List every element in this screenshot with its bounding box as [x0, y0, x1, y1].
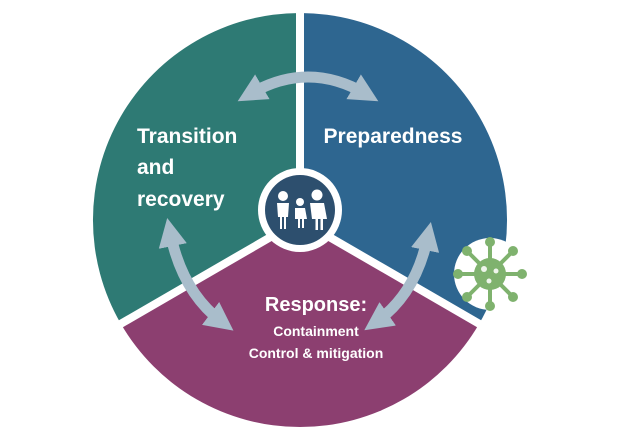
people-icon — [277, 189, 327, 230]
arrow-left — [158, 217, 234, 331]
response-title: Response: — [265, 294, 367, 316]
preparedness-label: Preparedness — [324, 125, 463, 148]
virus-icon — [453, 237, 527, 311]
arrow-top — [237, 71, 379, 102]
response-sub-2: Control & mitigation — [249, 345, 384, 361]
transition-line-3: recovery — [137, 188, 225, 211]
transition-line-2: and — [137, 156, 174, 179]
transition-line-1: Transition — [137, 125, 237, 148]
arrow-right — [364, 221, 440, 331]
response-sub-1: Containment — [273, 323, 359, 339]
